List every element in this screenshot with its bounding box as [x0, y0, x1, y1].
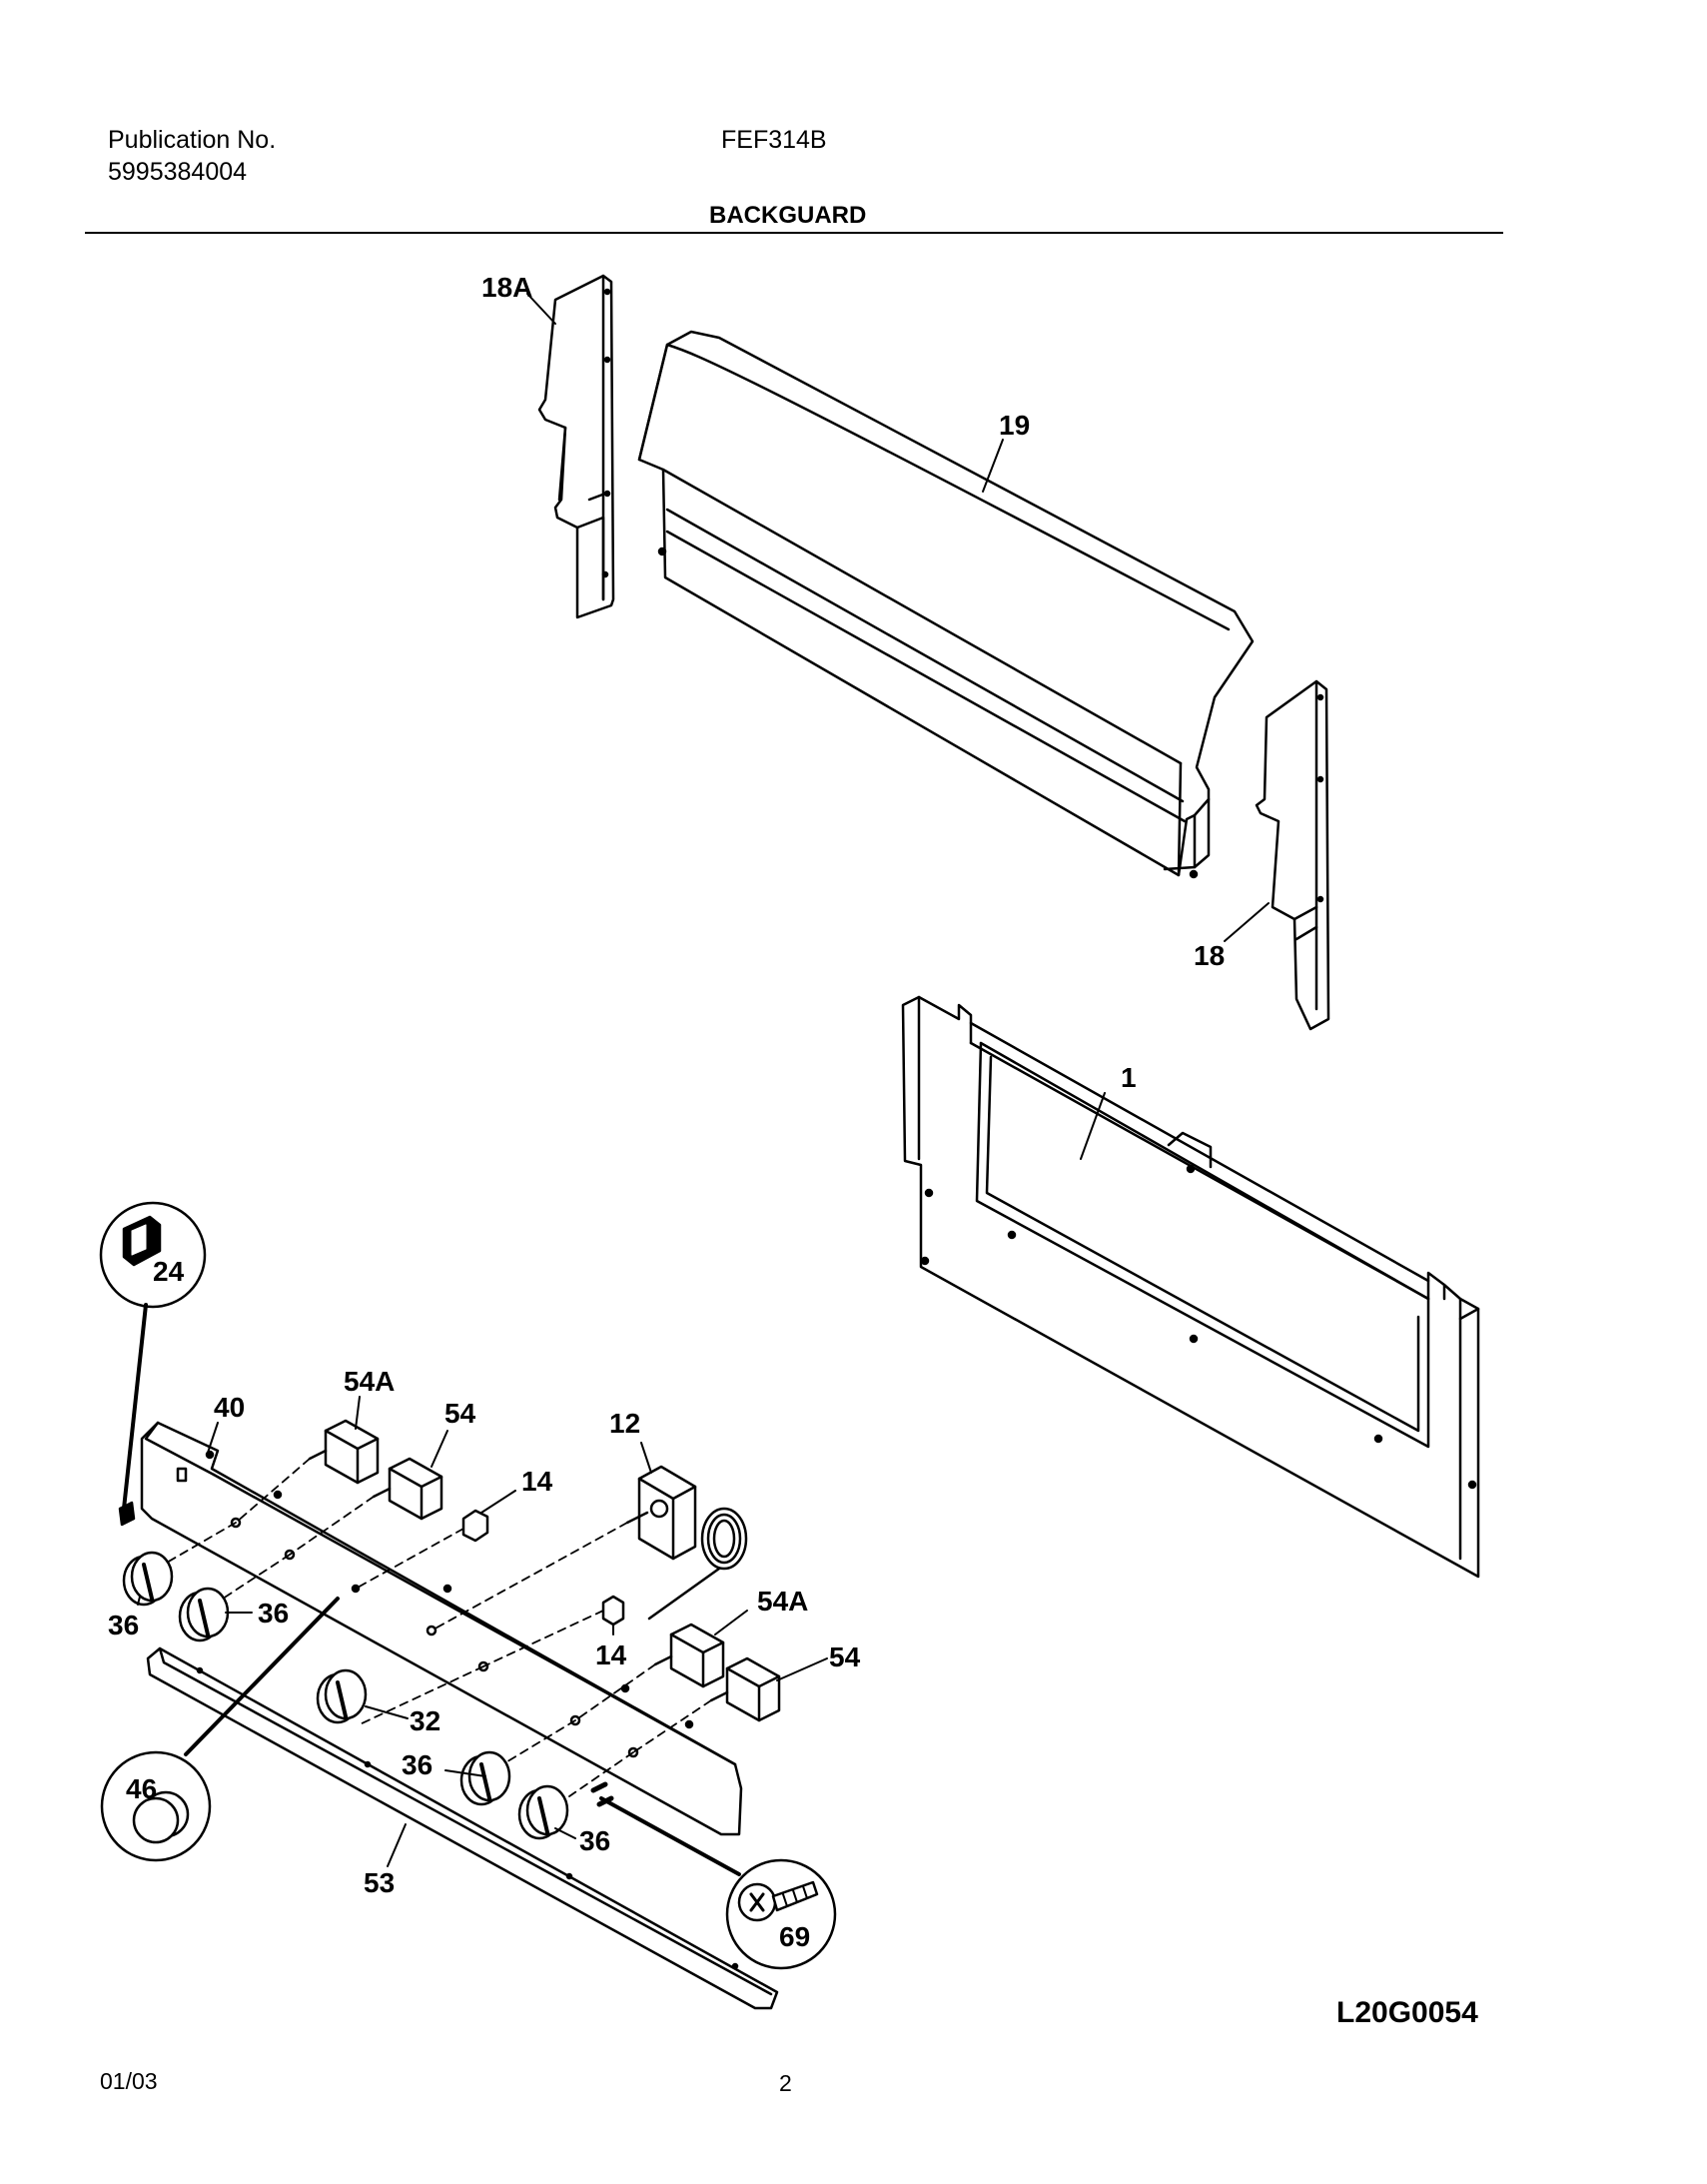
publication-number: 5995384004 [108, 158, 248, 186]
part-36-knob-a [122, 1551, 174, 1607]
callout-18: 18 [1194, 940, 1225, 971]
part-54-mid-switch [709, 1656, 781, 1722]
callout-24: 24 [153, 1256, 185, 1287]
callout-36-b: 36 [258, 1598, 289, 1629]
callout-54-mid: 54 [829, 1641, 861, 1672]
part-18a-left-bracket [537, 274, 615, 619]
callout-36-c: 36 [402, 1749, 432, 1780]
footer-date: 01/03 [100, 2068, 158, 2094]
callout-1: 1 [1121, 1062, 1137, 1093]
part-36-knob-d [517, 1784, 569, 1840]
part-53-trim-strip [146, 1646, 779, 2010]
part-36-knob-b [178, 1587, 230, 1642]
page-number: 2 [779, 2070, 792, 2096]
header-rule [85, 232, 1503, 234]
model-number: FEF314B [721, 126, 827, 154]
callout-54a-top: 54A [344, 1366, 395, 1397]
part-40-control-panel [140, 1421, 743, 1836]
part-14-mid-indicator [601, 1595, 625, 1627]
part-18-right-bracket [1255, 679, 1330, 1031]
callout-54a-mid: 54A [757, 1586, 808, 1617]
part-24-switch-detail [99, 1201, 207, 1527]
callout-12: 12 [609, 1408, 640, 1439]
callout-54-top: 54 [444, 1398, 476, 1429]
part-14-top-indicator [461, 1509, 489, 1543]
callout-46: 46 [126, 1773, 157, 1804]
part-46-knob-detail [100, 1597, 340, 1862]
callout-14-mid: 14 [595, 1639, 627, 1670]
callout-leaders [137, 293, 1270, 1867]
section-title: BACKGUARD [709, 202, 867, 229]
part-54-top-switch [372, 1457, 443, 1521]
callout-36-d: 36 [579, 1825, 610, 1856]
part-1-rear-panel [901, 995, 1480, 1579]
part-54a-top-switch [308, 1419, 380, 1485]
part-69-screw-detail [599, 1796, 837, 1970]
assembly-lines [159, 1458, 712, 1797]
publication-label: Publication No. [108, 126, 277, 154]
callout-36-a: 36 [108, 1610, 139, 1640]
callout-19: 19 [999, 410, 1030, 441]
callout-14-top: 14 [521, 1466, 553, 1497]
part-36-knob-c [459, 1750, 511, 1806]
callout-40: 40 [214, 1392, 245, 1423]
callout-69: 69 [779, 1921, 810, 1952]
part-54a-mid-switch [653, 1623, 725, 1688]
part-32-knob [316, 1668, 368, 1724]
callout-53: 53 [364, 1867, 395, 1898]
callout-18a: 18A [481, 272, 532, 303]
part-19-backguard-cover [637, 330, 1255, 879]
part-12-thermostat [625, 1465, 748, 1621]
callout-32: 32 [410, 1705, 440, 1736]
drawing-code: L20G0054 [1336, 1996, 1478, 2029]
